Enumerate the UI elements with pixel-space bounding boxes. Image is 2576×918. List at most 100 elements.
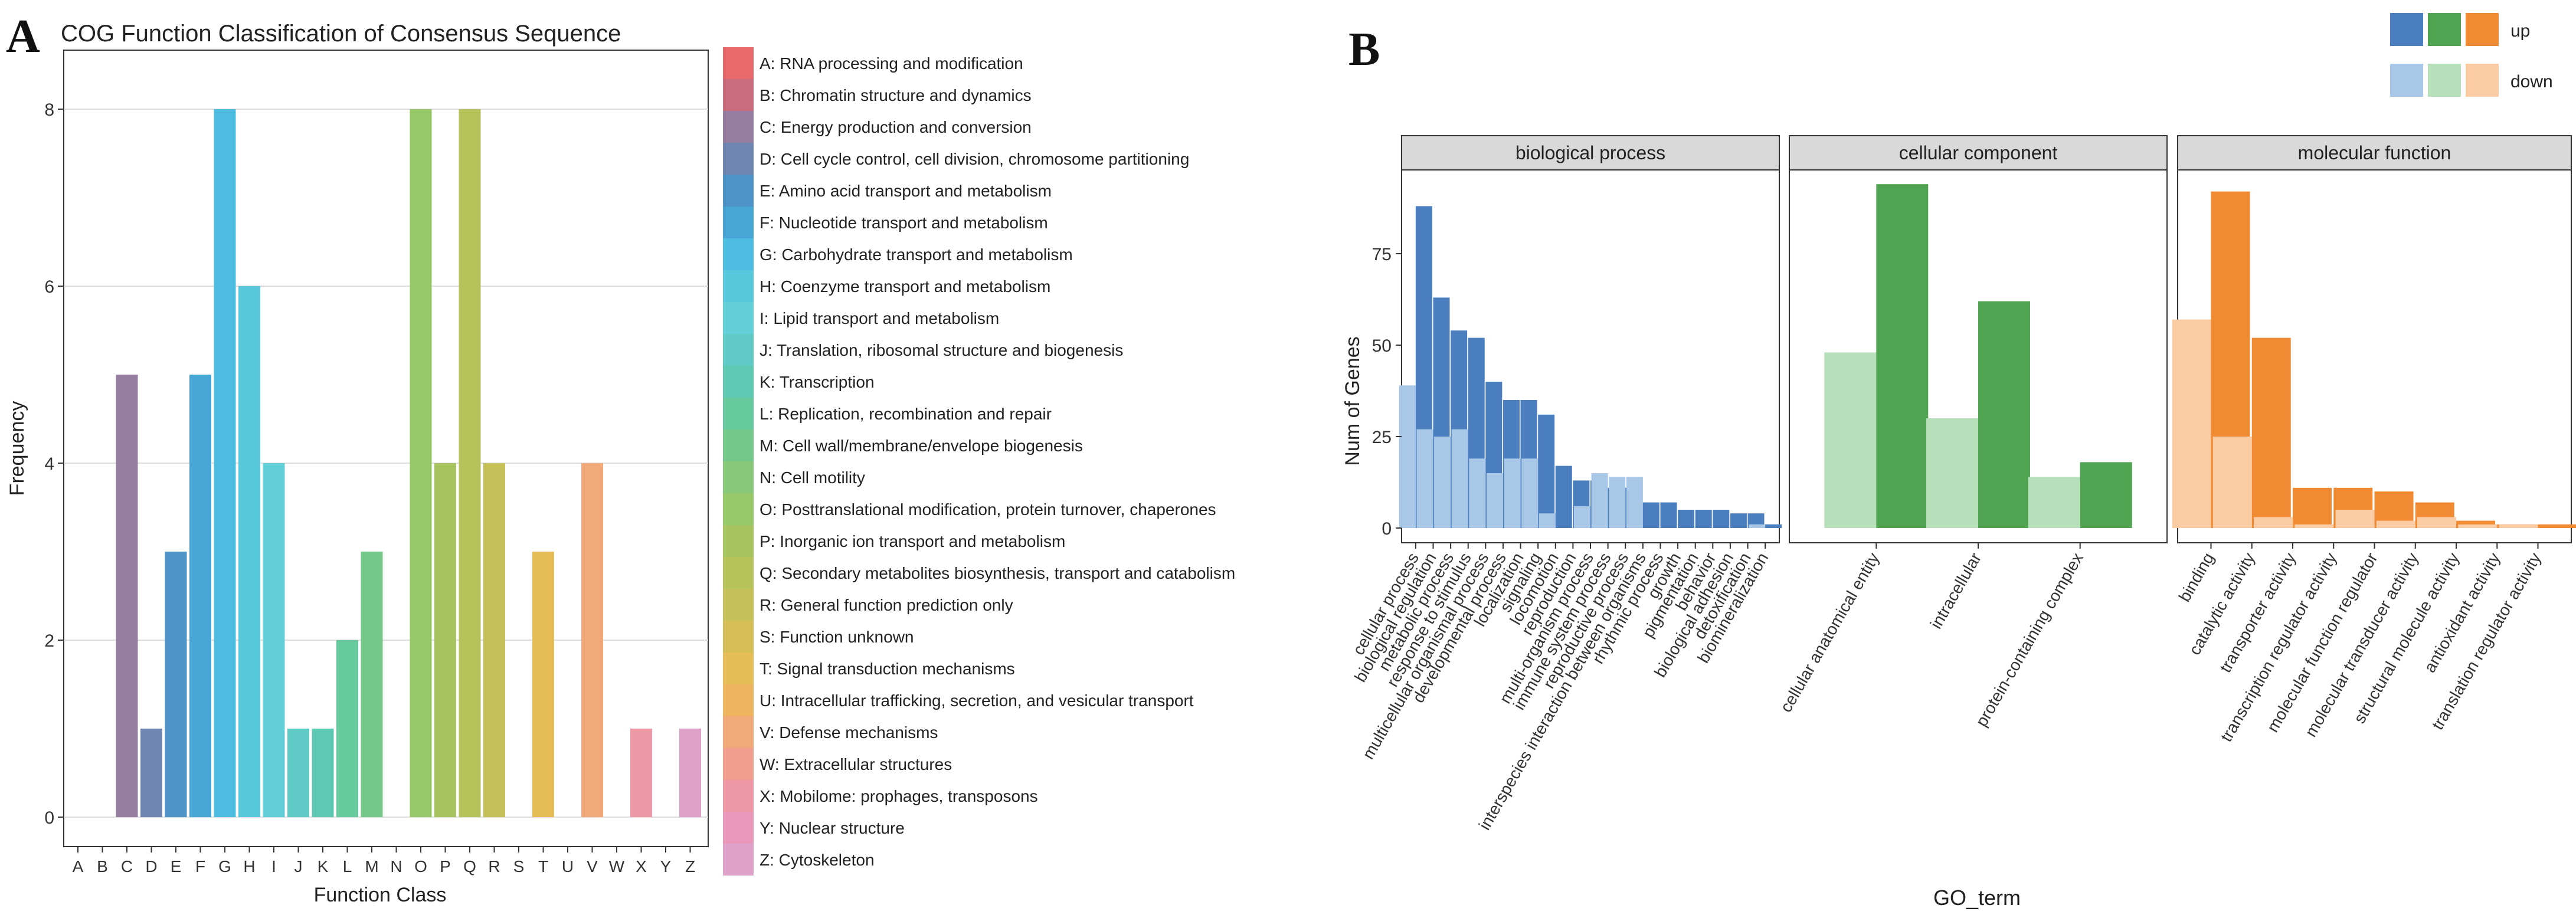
cog-legend-swatch — [723, 557, 754, 589]
cog-y-tick-label: 6 — [44, 277, 54, 297]
cog-x-tick-label: D — [145, 857, 157, 876]
cog-legend-swatch — [723, 430, 754, 461]
go-legend-swatch-up — [2428, 13, 2461, 46]
cog-legend-swatch — [723, 525, 754, 557]
cog-y-axis-label: Frequency — [6, 401, 28, 496]
go-legend-swatch-down — [2466, 64, 2499, 97]
cog-legend-label: Y: Nuclear structure — [760, 819, 905, 837]
cog-x-tick-label: U — [562, 857, 574, 876]
go-bar-down — [1626, 477, 1643, 528]
cog-legend-label: R: General function prediction only — [760, 596, 1013, 614]
cog-legend-label: U: Intracellular trafficking, secretion,… — [760, 691, 1194, 710]
cog-bar-v — [581, 463, 603, 817]
cog-x-tick-label: X — [636, 857, 647, 876]
go-bar-down — [1926, 418, 1978, 528]
cog-x-tick-label: E — [171, 857, 182, 876]
go-bar-up — [1713, 510, 1730, 528]
cog-x-tick-label: F — [195, 857, 205, 876]
cog-legend-label: F: Nucleotide transport and metabolism — [760, 214, 1048, 232]
go-bar-down — [2172, 319, 2211, 528]
go-y-tick-label: 50 — [1372, 336, 1392, 356]
cog-x-tick-label: S — [513, 857, 525, 876]
facet-strip-label: biological process — [1516, 142, 1665, 163]
go-bar-down — [1749, 524, 1766, 528]
go-bar-up — [1730, 513, 1747, 528]
cog-legend-swatch — [723, 589, 754, 621]
go-bar-down — [1539, 513, 1556, 528]
cog-bar-f — [189, 375, 211, 817]
cog-bar-d — [140, 729, 162, 817]
cog-legend-swatch — [723, 493, 754, 525]
cog-bar-k — [312, 729, 334, 817]
cog-legend-label: S: Function unknown — [760, 628, 914, 646]
go-bar-down — [1504, 458, 1521, 528]
cog-bar-e — [165, 552, 187, 817]
cog-x-tick-label: H — [243, 857, 255, 876]
cog-legend-label: Q: Secondary metabolites biosynthesis, t… — [760, 564, 1235, 582]
cog-legend-label: C: Energy production and conversion — [760, 118, 1032, 136]
cog-legend-label: X: Mobilome: prophages, transposons — [760, 787, 1038, 805]
cog-legend-label: T: Signal transduction mechanisms — [760, 660, 1015, 678]
cog-bar-l — [336, 640, 358, 817]
go-bar-up — [2538, 524, 2576, 528]
go-bar-down — [2499, 524, 2538, 528]
cog-chart-title: COG Function Classification of Consensus… — [61, 21, 621, 47]
cog-x-tick-label: C — [121, 857, 133, 876]
cog-legend-swatch — [723, 366, 754, 398]
cog-x-tick-label: M — [365, 857, 378, 876]
go-legend-swatch-down — [2428, 64, 2461, 97]
go-bar-down — [1416, 429, 1433, 528]
cog-bar-g — [214, 109, 236, 817]
cog-x-tick-label: N — [390, 857, 402, 876]
cog-x-tick-label: A — [73, 857, 84, 876]
go-bar-down — [1591, 473, 1608, 528]
cog-x-tick-label: G — [218, 857, 231, 876]
go-bar-down — [2028, 477, 2080, 528]
cog-legend-swatch — [723, 621, 754, 653]
go-bar-down — [1451, 429, 1468, 528]
cog-legend-label: V: Defense mechanisms — [760, 723, 938, 742]
cog-legend-swatch — [723, 844, 754, 876]
go-bar-up — [1642, 502, 1659, 528]
cog-legend-label: L: Replication, recombination and repair — [760, 405, 1052, 423]
cog-bar-p — [434, 463, 456, 817]
cog-legend-swatch — [723, 780, 754, 812]
cog-legend-label: D: Cell cycle control, cell division, ch… — [760, 150, 1189, 168]
cog-bar-c — [116, 375, 138, 817]
cog-legend-swatch — [723, 684, 754, 716]
cog-legend-swatch — [723, 461, 754, 493]
go-bar-down — [1609, 477, 1626, 528]
cog-legend-label: Z: Cytoskeleton — [760, 851, 875, 869]
go-bar-down — [2294, 524, 2334, 528]
cog-x-tick-label: R — [488, 857, 500, 876]
cog-x-tick-label: O — [414, 857, 427, 876]
go-bar-down — [1521, 458, 1539, 528]
go-bar-down — [2335, 510, 2375, 528]
cog-legend-swatch — [723, 748, 754, 780]
cog-bar-q — [459, 109, 481, 817]
cog-bar-i — [263, 463, 285, 817]
facet-strip — [1789, 135, 2168, 171]
cog-bar-z — [679, 729, 701, 817]
facet-strip — [1401, 135, 1780, 171]
go-y-axis-label: Num of Genes — [1341, 336, 1364, 465]
cog-legend-swatch — [723, 398, 754, 430]
go-bar-up — [1876, 184, 1929, 528]
cog-legend-label: O: Posttranslational modification, prote… — [760, 500, 1216, 519]
cog-legend-label: G: Carbohydrate transport and metabolism — [760, 245, 1073, 264]
cog-x-tick-label: Q — [463, 857, 476, 876]
cog-legend-label: A: RNA processing and modification — [760, 54, 1023, 73]
cog-legend-label: H: Coenzyme transport and metabolism — [760, 277, 1050, 296]
cog-legend-swatch — [723, 143, 754, 175]
cog-legend-swatch — [723, 238, 754, 270]
cog-legend-label: W: Extracellular structures — [760, 755, 952, 773]
cog-chart-panel: A COG Function Classification of Consens… — [6, 11, 1235, 906]
cog-legend-label: N: Cell motility — [760, 468, 865, 487]
go-bar-down — [1434, 437, 1451, 528]
cog-legend-swatch — [723, 270, 754, 302]
